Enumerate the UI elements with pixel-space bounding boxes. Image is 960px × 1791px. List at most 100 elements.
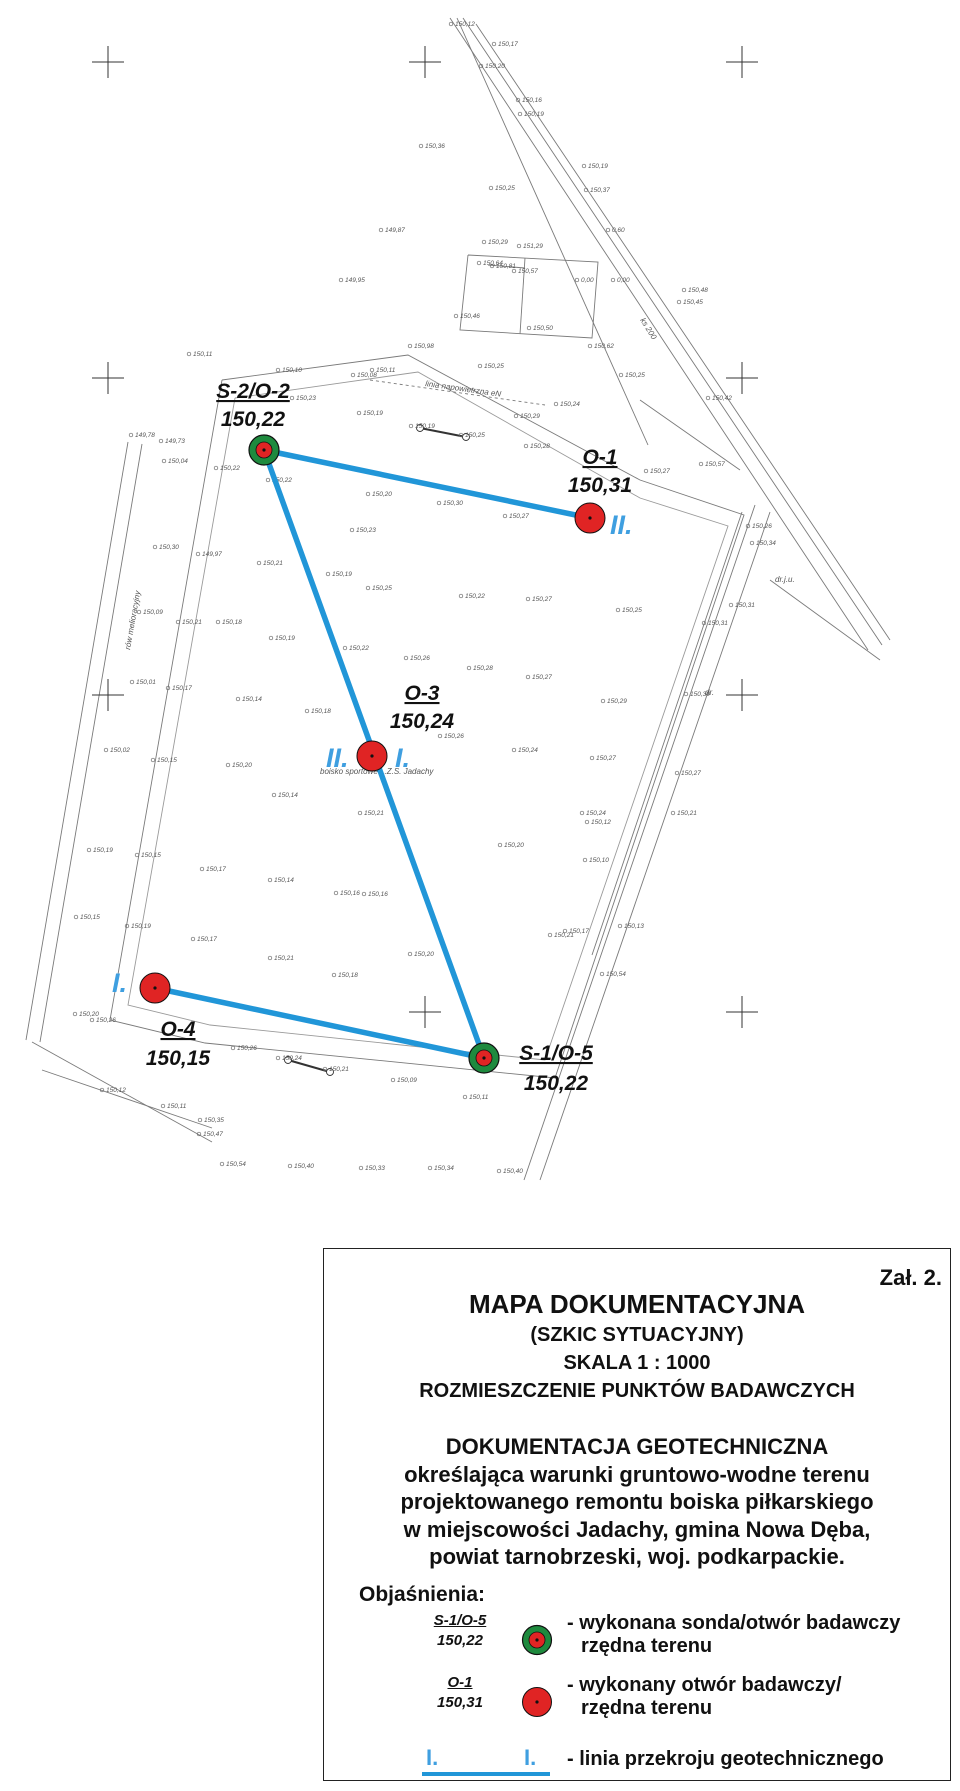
point-id-S-1-O-5: S-1/O-5	[519, 1042, 593, 1065]
spot-height-value: 149,78	[135, 432, 155, 439]
spot-height: 149,97	[195, 551, 222, 558]
spot-height-value: 150,22	[349, 645, 369, 652]
spot-height: 150,27	[525, 596, 552, 603]
spot-height-value: 150,14	[242, 696, 262, 703]
spot-height-value: 150,20	[79, 1011, 99, 1018]
spot-height: 150,08	[350, 372, 377, 379]
spot-height: 150,21	[267, 955, 294, 962]
point-elev-O-4: 150,15	[146, 1047, 211, 1070]
spot-height: 150,22	[265, 477, 292, 484]
building-outline	[519, 257, 526, 335]
spot-height-value: 149,95	[345, 277, 365, 284]
spot-height-value: 150,20	[504, 842, 524, 849]
spot-height: 150,18	[331, 972, 358, 979]
spot-height-value: 150,14	[274, 877, 294, 884]
section-label-I-mid: I.	[395, 743, 410, 773]
spot-height-value: 149,97	[202, 551, 222, 558]
spot-height-value: 150,02	[110, 747, 130, 754]
spot-height: 149,95	[338, 277, 365, 284]
spot-height-value: 150,08	[357, 372, 377, 379]
spot-height: 150,04	[161, 458, 188, 465]
legend-item-desc: - wykonany otwór badawczy/ rzędna terenu	[567, 1674, 842, 1719]
spot-height: 150,34	[427, 1165, 454, 1172]
spot-height: 150,11	[369, 367, 396, 374]
ditch-line	[39, 443, 143, 1043]
spot-height: 150,09	[136, 609, 163, 616]
spot-height-value: 150,24	[282, 1055, 302, 1062]
legend-item-label: O-1 150,31	[437, 1674, 483, 1711]
spot-height: 150,24	[579, 810, 606, 817]
spot-height: 150,48	[681, 287, 708, 294]
doc-line: w miejscowości Jadachy, gmina Nowa Dęba,	[403, 1516, 871, 1542]
grid-cross	[726, 362, 758, 394]
sonda-marker-icon	[521, 1624, 553, 1656]
section-line-right-label: I.	[524, 1745, 537, 1770]
spot-height: 150,15	[73, 914, 100, 921]
spot-height: 150,28	[523, 443, 550, 450]
road-label-1: dr.j.u.	[775, 575, 795, 584]
spot-height-value: 150,35	[204, 1117, 224, 1124]
point-labels: S-2/O-2 150,22 O-1 150,31 O-3 150,24 O-4…	[146, 380, 632, 1095]
spot-height-value: 150,18	[311, 708, 331, 715]
spot-height: 150,27	[589, 755, 616, 762]
spot-height-value: 150,20	[485, 63, 505, 70]
spot-height-value: 150,40	[503, 1168, 523, 1175]
spot-height: 150,28	[466, 665, 493, 672]
spot-height-value: 150,11	[193, 351, 213, 358]
spot-height: 150,34	[749, 540, 776, 547]
spot-height-value: 150,27	[532, 674, 552, 681]
spot-height: 150,26	[230, 1045, 257, 1052]
spot-height-value: 150,46	[460, 313, 480, 320]
spot-height: 150,02	[103, 747, 130, 754]
spot-height-value: 150,16	[368, 891, 388, 898]
spot-height-value: 0,00	[581, 277, 594, 284]
spot-height-value: 150,16	[340, 890, 360, 897]
spot-height-value: 150,27	[596, 755, 616, 762]
spot-height-value: 150,21	[182, 619, 202, 626]
spot-height: 150,17	[165, 685, 192, 692]
spot-height-value: 150,27	[509, 513, 529, 520]
spot-height: 150,20	[72, 1011, 99, 1018]
attachment-number: Zał. 2.	[879, 1265, 942, 1290]
spot-height-value: 150,21	[677, 810, 697, 817]
spot-height: 150,20	[407, 951, 434, 958]
spot-height-value: 150,29	[607, 698, 627, 705]
spot-height: 149,78	[128, 432, 155, 439]
survey-linework	[25, 17, 891, 1181]
grid-cross	[726, 996, 758, 1028]
spot-height-value: 150,19	[131, 923, 151, 930]
grid-cross	[92, 679, 124, 711]
spot-height-value: 150,15	[80, 914, 100, 921]
spot-height-value: 150,27	[650, 468, 670, 475]
spot-height: 150,11	[186, 351, 213, 358]
spot-height-value: 150,26	[444, 733, 464, 740]
building-outline	[487, 264, 526, 269]
spot-height-value: 150,25	[372, 585, 392, 592]
spot-height-value: 150,40	[294, 1163, 314, 1170]
spot-height-value: 150,17	[498, 41, 518, 48]
spot-height-value: 150,30	[690, 691, 710, 698]
spot-height-value: 150,23	[356, 527, 376, 534]
spot-height-value: 150,64	[483, 260, 503, 267]
spot-height-value: 150,25	[622, 607, 642, 614]
spot-height: 150,10	[275, 367, 302, 374]
marker-O-3	[356, 740, 388, 772]
goal-line	[287, 1059, 331, 1073]
spot-height: 150,27	[502, 513, 529, 520]
spot-height-value: 150,26	[237, 1045, 257, 1052]
spot-height-value: 150,25	[625, 372, 645, 379]
spot-height: 150,24	[275, 1055, 302, 1062]
point-elev-S-2-O-2: 150,22	[221, 408, 286, 431]
building-outline	[459, 254, 599, 339]
doc-line: określająca warunki gruntowo-wodne teren…	[404, 1461, 870, 1487]
field-label: boisko sportowe L.Z.S. Jadachy	[320, 767, 434, 776]
spot-height: 150,42	[705, 395, 732, 402]
spot-height: 150,26	[89, 1017, 116, 1024]
road-label-2: dr.	[705, 688, 714, 697]
spot-height: 0,00	[574, 277, 594, 284]
spot-height: 150,26	[745, 523, 772, 530]
spot-height: 150,14	[267, 877, 294, 884]
spot-height-value: 150,18	[222, 619, 242, 626]
road-edge	[539, 511, 771, 1181]
spot-height-value: 150,21	[263, 560, 283, 567]
